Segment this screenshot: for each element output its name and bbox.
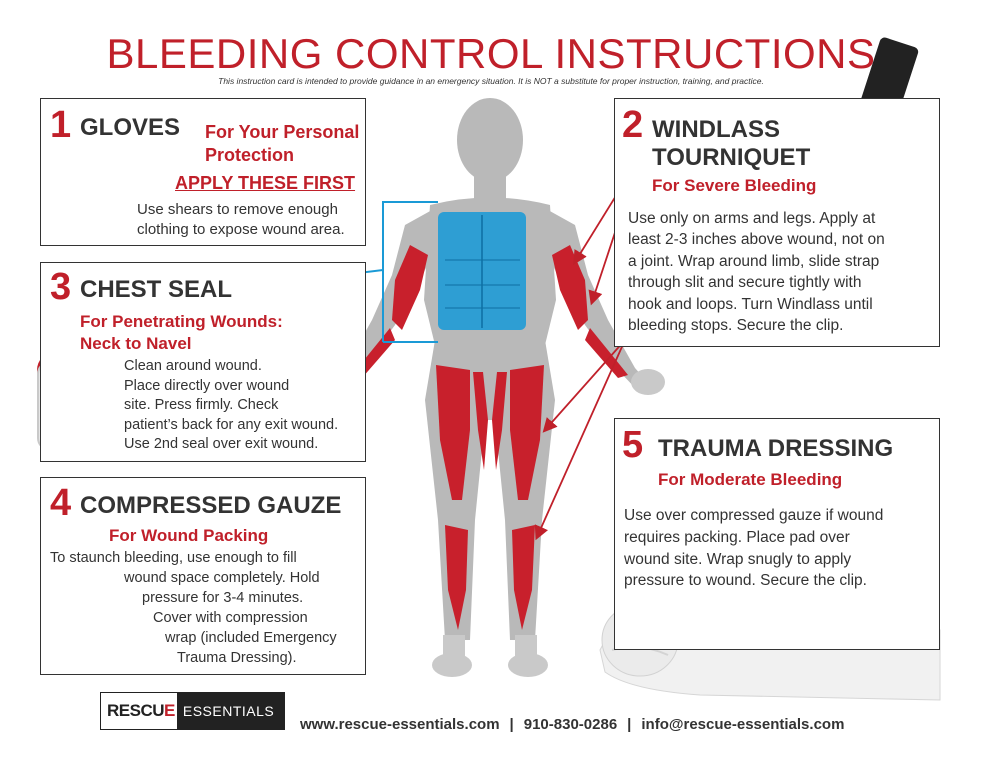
step-5-subtitle: For Moderate Bleeding	[658, 470, 843, 489]
step-3-subtitle-line1: For Penetrating Wounds:	[80, 312, 283, 331]
logo-mark: E	[164, 701, 175, 720]
step-2-box	[614, 98, 940, 347]
footer-separator: |	[509, 716, 514, 733]
step-5-body-line: Use over compressed gauze if wound	[624, 507, 884, 524]
step-5-box	[614, 418, 940, 650]
step-5-body: Use over compressed gauze if wound requi…	[624, 505, 883, 592]
step-2-body-line: hook and loops. Turn Windlass until	[628, 295, 873, 313]
step-1-number: 1	[50, 104, 72, 146]
disclaimer: This instruction card is intended to pro…	[218, 76, 764, 86]
step-4-heading: COMPRESSED GAUZE	[80, 492, 342, 519]
step-3-body-line: Use 2nd seal over exit wound.	[124, 436, 319, 452]
step-1-heading: GLOVES	[80, 114, 181, 141]
footer-email-link[interactable]: info@rescue-essentials.com	[641, 716, 845, 733]
step-2-subtitle: For Severe Bleeding	[652, 176, 817, 195]
step-3-body-line: site. Press firmly. Check	[124, 397, 279, 413]
footer-separator: |	[627, 716, 632, 733]
step-1-apply-first: APPLY THESE FIRST	[175, 173, 356, 193]
step-1-body-line1: Use shears to remove enough	[137, 201, 338, 218]
step-1-subtitle-line1: For Your Personal	[205, 122, 360, 142]
footer-website-link[interactable]: www.rescue-essentials.com	[300, 716, 500, 733]
step-3-body-line: Clean around wound.	[124, 358, 262, 374]
step-3-body-line: patient’s back for any exit wound.	[124, 416, 339, 433]
logo-text-part2: ESSENTIALS	[176, 693, 284, 729]
page-title: BLEEDING CONTROL INSTRUCTIONS	[106, 30, 876, 77]
step-4-body-line: Trauma Dressing).	[177, 650, 297, 666]
logo-text-part1: RESCU	[107, 701, 165, 720]
step-5-heading: TRAUMA DRESSING	[658, 435, 894, 462]
step-3-heading: CHEST SEAL	[80, 276, 233, 303]
step-4-body-line: pressure for 3-4 minutes.	[142, 590, 304, 606]
step-4-box	[40, 477, 366, 675]
step-5-number: 5	[622, 424, 644, 466]
step-3-number: 3	[50, 266, 72, 308]
step-3-body-line: Place directly over wound	[124, 377, 290, 394]
step-2-body-line: Use only on arms and legs. Apply at	[628, 210, 876, 227]
rescue-essentials-logo: RESCUE ESSENTIALS	[100, 692, 285, 730]
step-2-number: 2	[622, 104, 644, 146]
step-5-body-line: pressure to wound. Secure the clip.	[624, 572, 867, 590]
step-1-subtitle-line2: Protection	[205, 145, 295, 165]
footer-contact: www.rescue-essentials.com | 910-830-0286 | i…	[300, 716, 844, 733]
step-2-heading-line2: TOURNIQUET	[652, 144, 811, 171]
step-4-number: 4	[50, 482, 72, 524]
step-2-body: Use only on arms and legs. Apply at leas…	[628, 208, 885, 336]
step-2-heading-line1: WINDLASS	[652, 116, 780, 143]
step-3-subtitle-line2: Neck to Navel	[80, 334, 192, 353]
step-4-body-line: wound space completely. Hold	[124, 570, 320, 586]
footer-phone[interactable]: 910-830-0286	[523, 716, 618, 733]
step-2-body-line: bleeding stops. Secure the clip.	[628, 317, 844, 335]
step-3-box	[40, 262, 366, 462]
step-1-box	[40, 98, 366, 246]
step-2-body-line: through slit and secure tightly with	[628, 274, 862, 292]
step-4-body-line: Cover with compression	[153, 610, 308, 626]
step-3-body: Clean around wound. Place directly over …	[124, 357, 338, 455]
step-2-body-line: a joint. Wrap around limb, slide strap	[628, 252, 880, 270]
step-5-body-line: requires packing. Place pad over	[624, 528, 850, 546]
step-1-body-line2: clothing to expose wound area.	[137, 221, 345, 238]
step-4-body-line: wrap (included Emergency	[165, 630, 337, 646]
human-body-figure	[315, 98, 665, 677]
step-5-body-line: wound site. Wrap snugly to apply	[624, 550, 852, 568]
step-4-body-line: To staunch bleeding, use enough to fill	[50, 550, 297, 566]
step-4-subtitle: For Wound Packing	[109, 526, 269, 545]
step-2-body-line: least 2-3 inches above wound, not on	[628, 231, 885, 249]
